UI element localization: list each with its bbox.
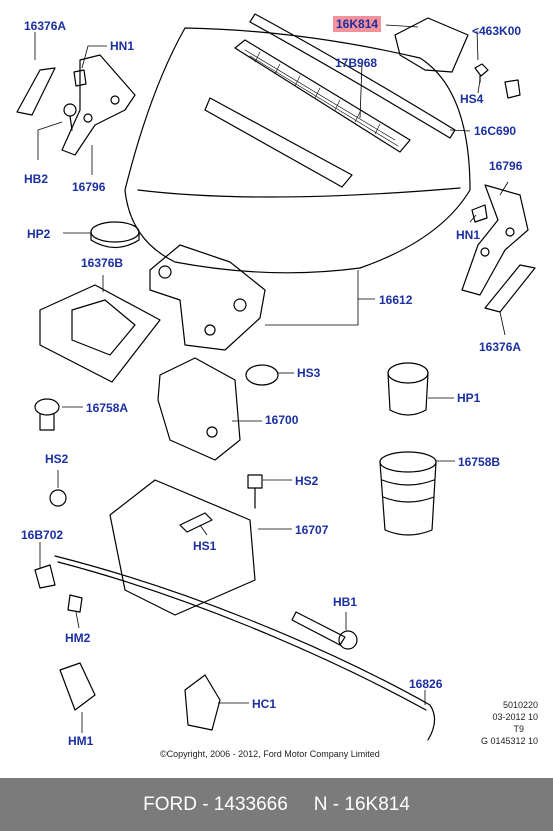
plate-left (16, 67, 56, 116)
bracket-16707 (109, 479, 256, 616)
meta-line-1: 5010220 (502, 700, 538, 710)
hood-stripe (204, 97, 353, 188)
clip-hc1 (184, 674, 221, 731)
cable-16826 (54, 555, 436, 741)
diagram-drawing (16, 13, 536, 741)
nut-hn1-left (73, 69, 87, 87)
bracket-16k814 (394, 17, 469, 73)
label-HB1: HB1 (333, 595, 358, 609)
plug-hp1 (387, 362, 429, 384)
label-16C690: 16C690 (474, 124, 517, 138)
bolt-hs1 (179, 512, 213, 533)
label-16758B: 16758B (458, 455, 501, 469)
label-16376B: 16376B (81, 256, 124, 270)
label-HS1: HS1 (193, 539, 217, 553)
label-16612: 16612 (379, 293, 413, 307)
boot-16758b (379, 451, 437, 473)
clip-hm2 (67, 594, 83, 613)
label-16376A-right: 16376A (479, 340, 522, 354)
footer-ref-number: N - 16K814 (313, 793, 410, 815)
cowl-grille (234, 39, 411, 153)
footer-bar: FORD - 1433666 N - 16K814 (0, 778, 553, 831)
label-HB2: HB2 (24, 172, 49, 186)
plug-hp2 (90, 221, 140, 243)
highlight-16K814: 16K814 (333, 16, 382, 32)
label-HS2-left: HS2 (45, 452, 69, 466)
hood-inner-line (137, 187, 461, 198)
label-HS4: HS4 (460, 92, 484, 106)
label-HS3: HS3 (297, 366, 321, 380)
label-HP1: HP1 (457, 391, 481, 405)
label-HM1: HM1 (68, 734, 94, 748)
label-16707: 16707 (295, 523, 329, 537)
label-HN1-right: HN1 (456, 228, 481, 242)
latch-16700 (157, 357, 241, 461)
label-HP2: HP2 (27, 227, 51, 241)
copyright-text: ©Copyright, 2006 - 2012, Ford Motor Comp… (160, 749, 380, 759)
clip-16b702 (34, 564, 56, 589)
clip-hm1 (59, 662, 96, 711)
label-16K814: 16K814 (333, 16, 382, 32)
label-HS2-right: HS2 (295, 474, 319, 488)
label-16B702: 16B702 (21, 528, 64, 542)
label-16796-right: 16796 (489, 159, 523, 173)
meta-line-2: 03-2012 10 (492, 712, 538, 722)
bolt-hs3 (245, 364, 279, 386)
label-16796-left: 16796 (72, 180, 106, 194)
pad-16376b (39, 284, 161, 383)
parts-diagram: 16376A HN1 HB2 16796 16K814 <463K00 17B9… (16, 13, 538, 759)
label-HC1: HC1 (252, 697, 277, 711)
hood-seal (249, 13, 456, 139)
diagram-meta: 5010220 03-2012 10 T9 G 0145312 10 (481, 699, 538, 747)
label-HM2: HM2 (65, 631, 91, 645)
bolt-hs2-right (247, 474, 263, 509)
label-17B968: 17B968 (335, 56, 378, 70)
nut-hn1-right (471, 204, 488, 223)
label-16376A-top-left: 16376A (24, 19, 67, 33)
bolt-hs2-left (49, 489, 67, 507)
hood-outline (124, 27, 471, 274)
latch-16612 (149, 244, 266, 351)
label-HN1-left: HN1 (110, 39, 135, 53)
hinge-left (61, 54, 136, 156)
screw-hs4 (474, 63, 489, 83)
clip-463k00 (504, 79, 521, 99)
footer-part-number: FORD - 1433666 (143, 793, 288, 815)
bolt-hb1 (291, 611, 346, 646)
label-16758A: 16758A (86, 401, 129, 415)
bumper-16758a (34, 398, 60, 416)
hinge-right (461, 184, 529, 296)
meta-line-4: G 0145312 10 (480, 736, 538, 746)
label-463K00: <463K00 (472, 24, 522, 38)
label-16700: 16700 (265, 413, 299, 427)
meta-line-3: T9 (513, 724, 524, 734)
label-16826: 16826 (409, 677, 443, 691)
